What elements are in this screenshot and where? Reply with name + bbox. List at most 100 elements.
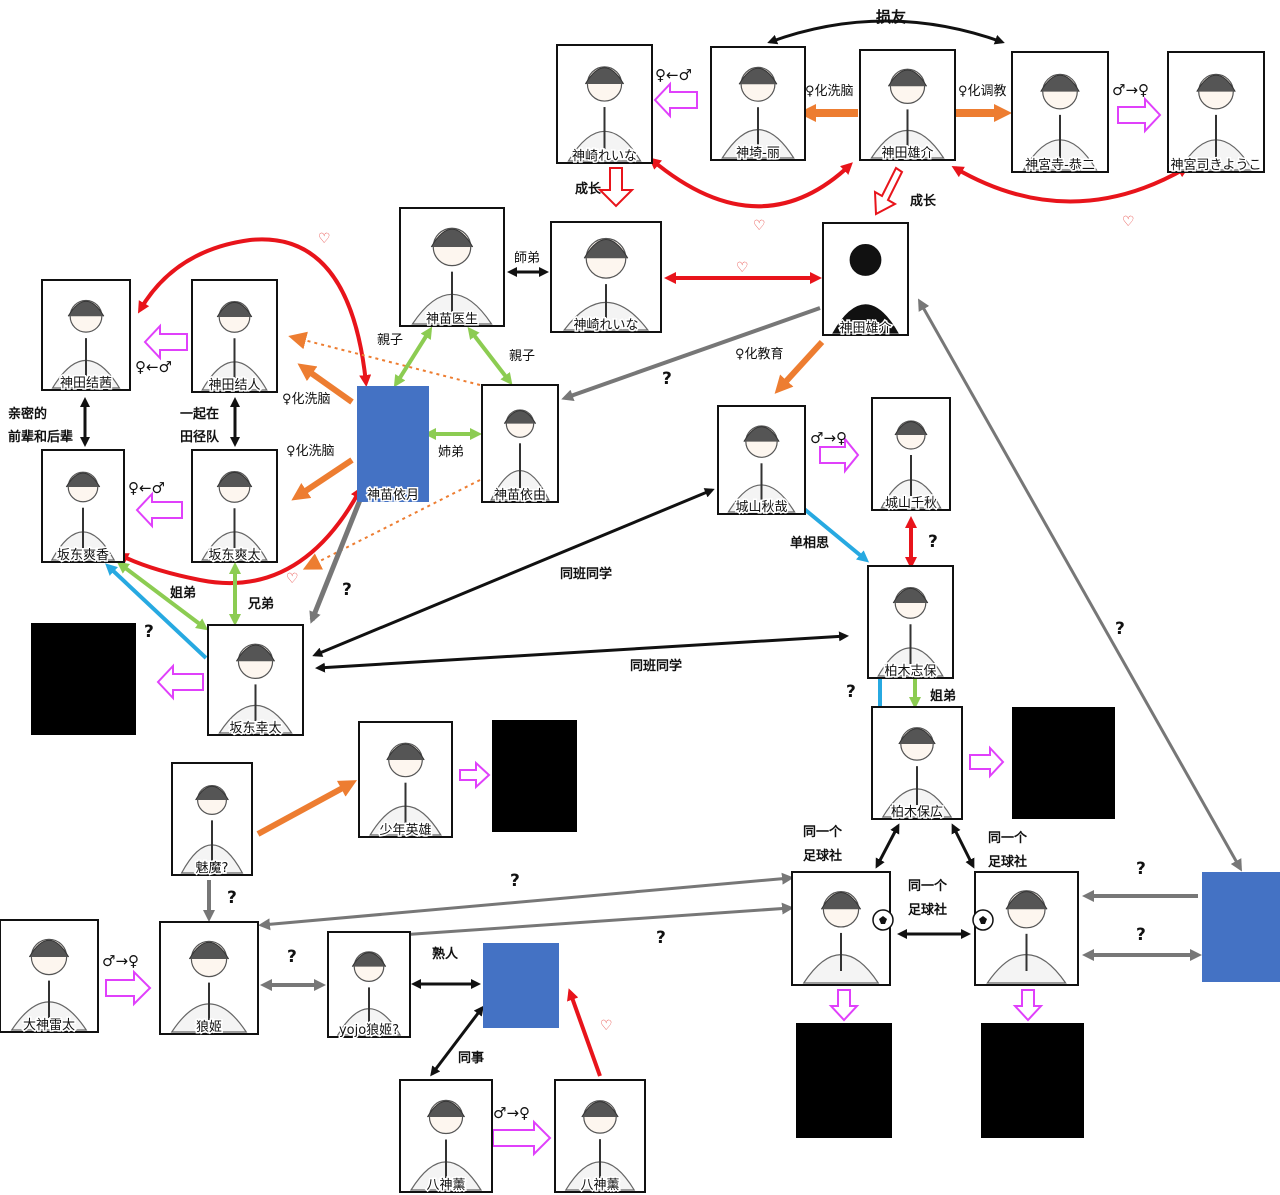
label-q-10: ? [656, 928, 666, 948]
edge-one-sided [801, 506, 870, 563]
node-name-label: 八神薰 [426, 1178, 465, 1193]
label-fem-from-male-sayaka: ♀←♂ [128, 479, 165, 497]
node-name-label: 神田雄介 [881, 146, 933, 161]
portrait-frame [717, 405, 806, 515]
node-succubus: 魅魔? [171, 762, 253, 878]
edge-love-yusuke-kiyouko [951, 165, 1190, 204]
label-anetou: 姉弟 [438, 445, 464, 460]
wolf-girl-portrait [336, 951, 402, 1036]
node-name-label: 神苗依月 [367, 488, 419, 503]
node-kanzaki-reina-nurse: 神崎れいな [550, 221, 662, 335]
label-q-9: ? [287, 947, 297, 967]
label-male-to-fem-kaoru: ♂→♀ [493, 1104, 530, 1122]
node-name-label: 神田雄介 [839, 321, 891, 336]
tf-arrow-reina [653, 81, 698, 119]
nurse-portrait [562, 237, 650, 331]
label-oyako-1: 親子 [377, 333, 403, 348]
node-name-label: 坂东幸太 [229, 721, 281, 736]
edge-yorizuki-kouta [309, 499, 363, 624]
node-kashiwagi-shiho: 柏木志保 [867, 565, 954, 681]
tf-arrow-chiaki [819, 436, 860, 474]
edge-oyako-2 [467, 326, 513, 386]
label-fem-training: ♀化调教 [958, 83, 1007, 99]
label-club-c2: 足球社 [908, 902, 947, 918]
edge-soccer1-yojo [399, 902, 794, 937]
label-sister-brother-shiho: 姐弟 [930, 688, 956, 704]
boy-portrait [721, 66, 795, 159]
label-club-b1: 同一个 [988, 830, 1028, 846]
blue-placeholder-box [357, 386, 429, 502]
label-colleague: 同事 [458, 1050, 484, 1066]
woman-portrait [490, 409, 550, 501]
office-woman-portrait [564, 1100, 636, 1191]
tf-arrow-rouki [105, 969, 152, 1007]
edge-fem-brainwash-souta [291, 457, 354, 501]
wolf-girl-portrait [170, 940, 248, 1033]
boy-portrait [727, 425, 796, 513]
soccer-ball-icon [972, 909, 994, 931]
label-fem-from-male-reina: ♀←♂ [655, 66, 692, 84]
edge-club-1 [875, 823, 900, 869]
node-name-label: 魅魔? [196, 861, 229, 876]
node-shiroyama-chiaki: 城山千秋 [871, 397, 951, 513]
label-heart-6: ♡ [600, 1018, 613, 1034]
edge-fem-education [774, 339, 825, 394]
node-kanae-yori: 神苗依由 [481, 384, 559, 505]
edge-love-yorizuki-yuuka [137, 237, 372, 387]
edge-kouta-sayaka [105, 563, 208, 660]
node-name-label: 神崎れいな [572, 149, 637, 164]
man-glasses-portrait [10, 938, 88, 1031]
label-fem-brainwash-souta: ♀化洗脑 [286, 444, 335, 459]
node-name-label: 神苗医生 [426, 312, 478, 327]
label-classmates-1: 同班同学 [560, 566, 612, 582]
label-together-2: 田径队 [180, 429, 220, 445]
blue-box-right [1202, 872, 1280, 982]
node-sakato-souta: 坂东爽太 [191, 449, 278, 565]
soccer-ball-icon [872, 909, 894, 931]
black-box-hero [492, 720, 577, 832]
label-q-5: ? [846, 682, 856, 702]
label-q-2: ? [342, 580, 352, 600]
node-name-label: 坂东爽太 [208, 548, 260, 563]
blue-box-kaoru [483, 943, 559, 1028]
label-fem-education: ♀化教育 [735, 346, 784, 362]
tf-arrow-soccer2 [1012, 989, 1044, 1022]
girl-portrait [567, 66, 642, 162]
edge-colleague [430, 1005, 484, 1077]
boy-portrait [218, 643, 293, 734]
edge-sister-brother-kouta [116, 561, 209, 631]
label-fem-brainwash-yuuto: ♀化洗脑 [282, 392, 331, 407]
black-box-soccer2 [981, 1023, 1084, 1138]
label-shitei: 師弟 [514, 251, 540, 266]
growth-arrow-reina [597, 167, 635, 208]
succubus-portrait [180, 784, 244, 874]
node-rouki: 狼姬 [159, 921, 259, 1037]
label-heart-5: ♡ [286, 571, 299, 587]
label-classmates-2: 同班同学 [630, 658, 682, 674]
girl-portrait [50, 471, 116, 561]
node-soccer-boy1 [791, 871, 891, 986]
girl-portrait [1178, 73, 1254, 171]
node-kanae-doctor: 神苗医生 [399, 207, 505, 329]
node-yagami-kaoru-f: 八神薰 [554, 1079, 646, 1195]
node-kanda-yuuto: 神田结人 [191, 279, 278, 395]
edge-love-reina-yusuke [648, 157, 853, 209]
node-kanae-yorizuki: 神苗依月 [357, 386, 429, 505]
node-shounen-eiyuu: 少年英雄 [358, 721, 453, 840]
edge-succubus-hero [256, 780, 358, 837]
node-name-label: 神埼-丽 [736, 146, 780, 161]
node-sakato-kouta: 坂东幸太 [207, 624, 304, 738]
label-club-b2: 足球社 [988, 854, 1027, 870]
node-soccer-boy2 [974, 871, 1079, 986]
label-sonyou: 损友 [876, 8, 906, 26]
boy-portrait [369, 742, 442, 836]
edge-club-2 [951, 823, 975, 869]
boy-portrait [881, 727, 953, 818]
label-q-11: ? [1136, 859, 1146, 879]
node-yojo-rouki: yojo狼姬? [327, 931, 411, 1040]
edge-soccer1-rouki [258, 872, 794, 931]
node-shiroyama-akiya: 城山秋哉 [717, 405, 806, 517]
label-heart-3: ♡ [318, 231, 331, 247]
label-kyoudai: 兄弟 [247, 596, 274, 612]
